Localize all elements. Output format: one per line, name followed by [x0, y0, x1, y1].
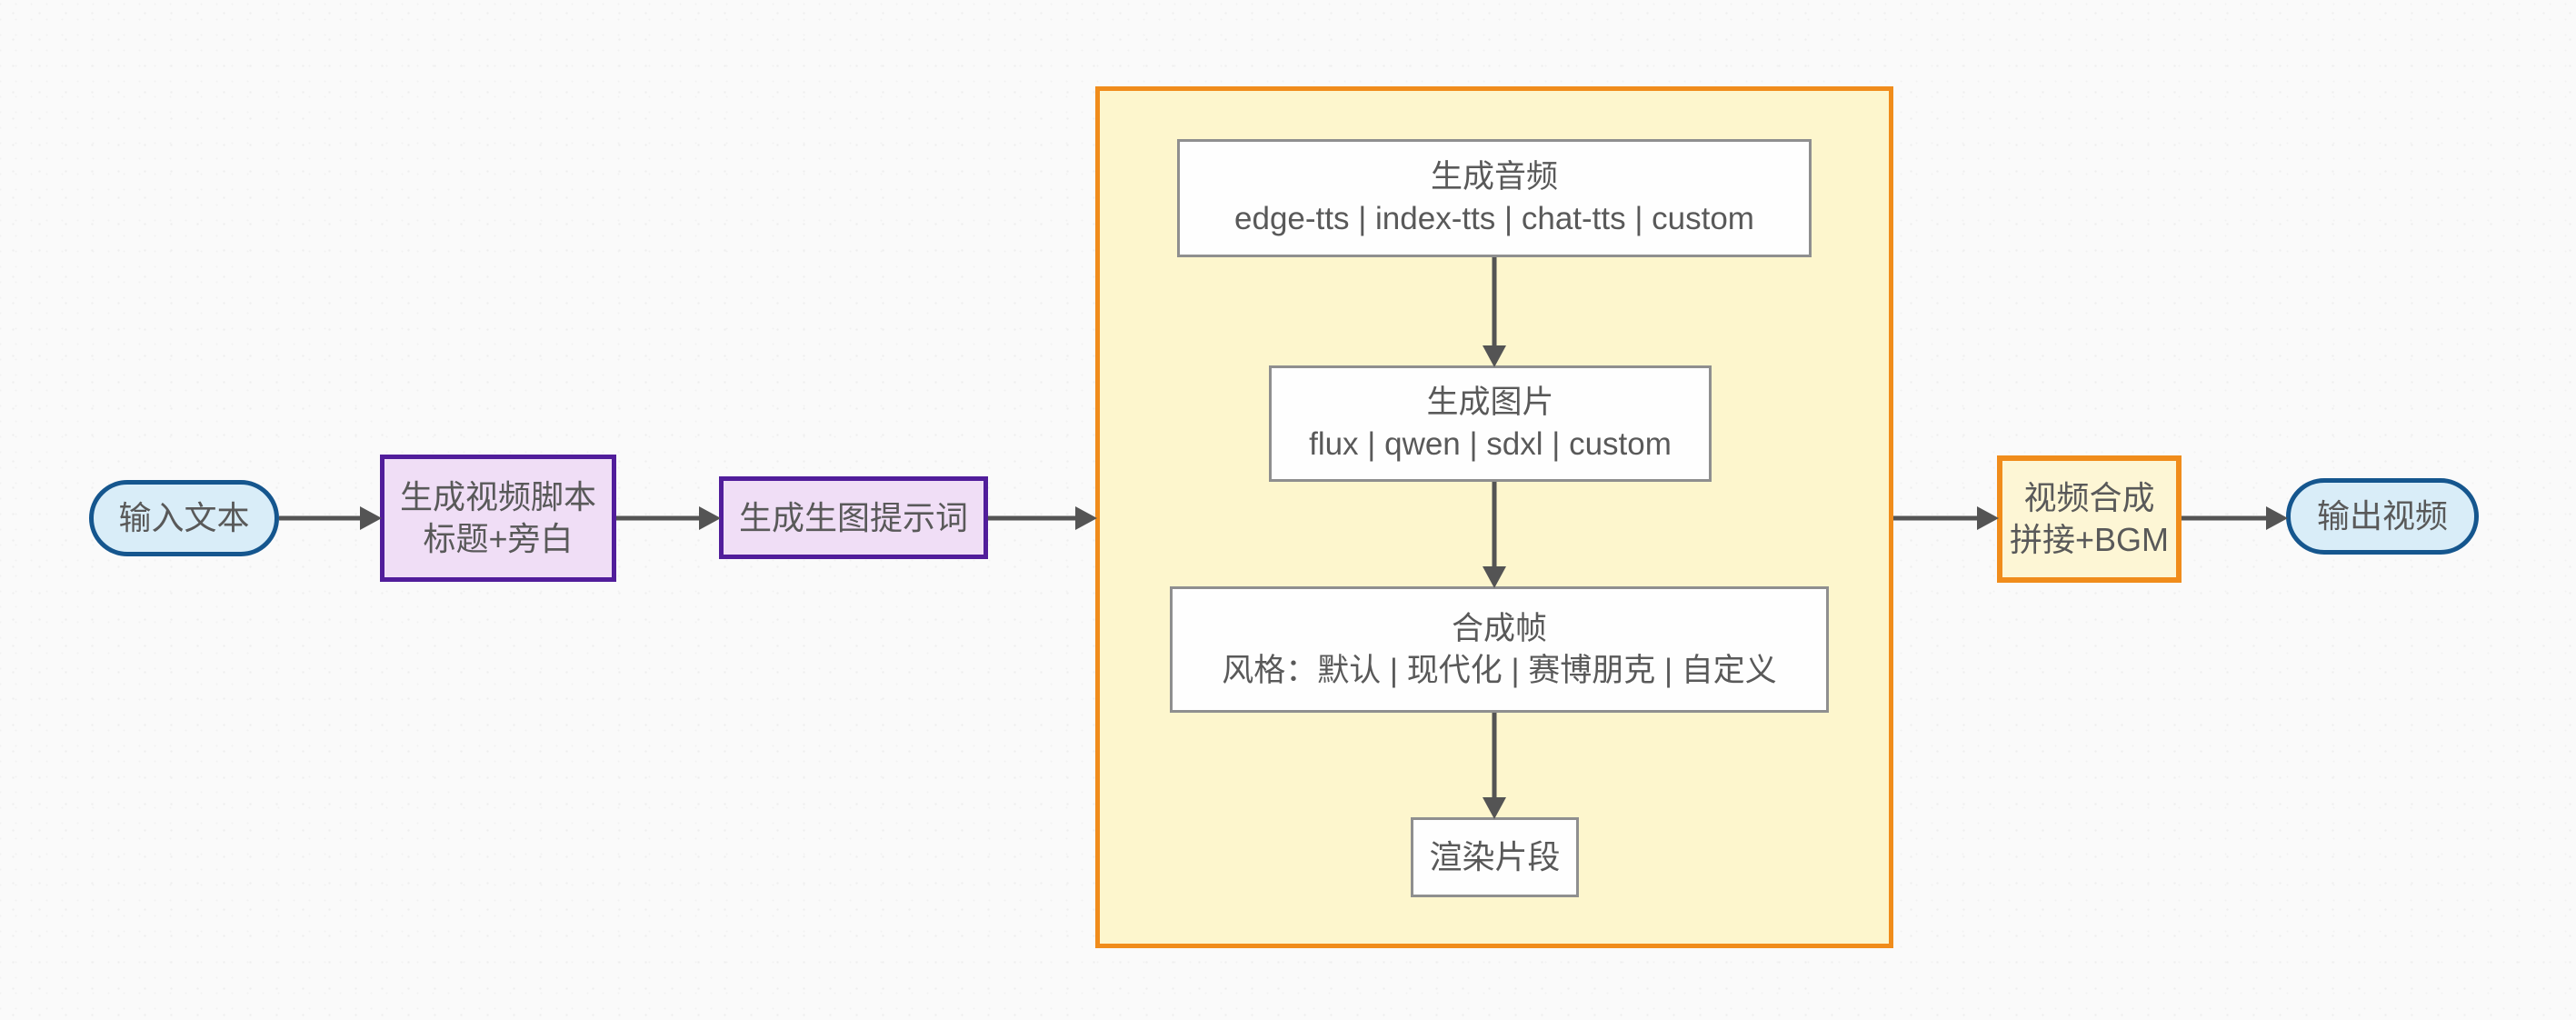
node-output-video-label: 输出视频	[2316, 497, 2448, 535]
node-generate-script: 生成视频脚本 标题+旁白	[380, 455, 616, 582]
arrow-prompt-to-container-icon	[988, 506, 1097, 530]
arrow-frame-to-render-icon	[1483, 713, 1506, 819]
node-generate-script-line2: 标题+旁白	[423, 520, 574, 557]
node-generate-audio-options: edge-tts | index-tts | chat-tts | custom	[1234, 201, 1754, 236]
node-generate-image-options: flux | qwen | sdxl | custom	[1309, 426, 1672, 462]
node-generate-image-title: 生成图片	[1426, 385, 1554, 420]
arrow-audio-to-image-icon	[1483, 257, 1506, 367]
node-video-compose: 视频合成 拼接+BGM	[1997, 455, 2182, 583]
node-generate-image-prompt-label: 生成生图提示词	[738, 498, 968, 536]
node-generate-audio: 生成音频 edge-tts | index-tts | chat-tts | c…	[1177, 139, 1812, 257]
node-render-clip-label: 渲染片段	[1429, 838, 1561, 875]
arrow-input-to-script-icon	[279, 506, 382, 530]
node-generate-image-prompt: 生成生图提示词	[719, 476, 988, 559]
node-compose-frame-title: 合成帧	[1451, 610, 1547, 646]
node-generate-script-line1: 生成视频脚本	[399, 478, 596, 515]
arrow-compose-to-output-icon	[2182, 506, 2288, 530]
arrow-container-to-compose-icon	[1893, 506, 1999, 530]
node-video-compose-line2: 拼接+BGM	[2009, 521, 2170, 558]
node-compose-frame-options: 风格：默认 | 现代化 | 赛博朋克 | 自定义	[1222, 652, 1777, 688]
arrow-script-to-prompt-icon	[616, 506, 721, 530]
node-input-text: 输入文本	[89, 480, 279, 556]
arrow-image-to-frame-icon	[1483, 482, 1506, 588]
node-generate-audio-title: 生成音频	[1430, 159, 1558, 195]
node-generate-image: 生成图片 flux | qwen | sdxl | custom	[1269, 365, 1712, 482]
node-render-clip: 渲染片段	[1411, 817, 1579, 897]
node-output-video: 输出视频	[2286, 478, 2479, 555]
node-compose-frame: 合成帧 风格：默认 | 现代化 | 赛博朋克 | 自定义	[1170, 586, 1829, 713]
node-video-compose-line1: 视频合成	[2023, 479, 2155, 516]
node-input-text-label: 输入文本	[118, 499, 250, 536]
